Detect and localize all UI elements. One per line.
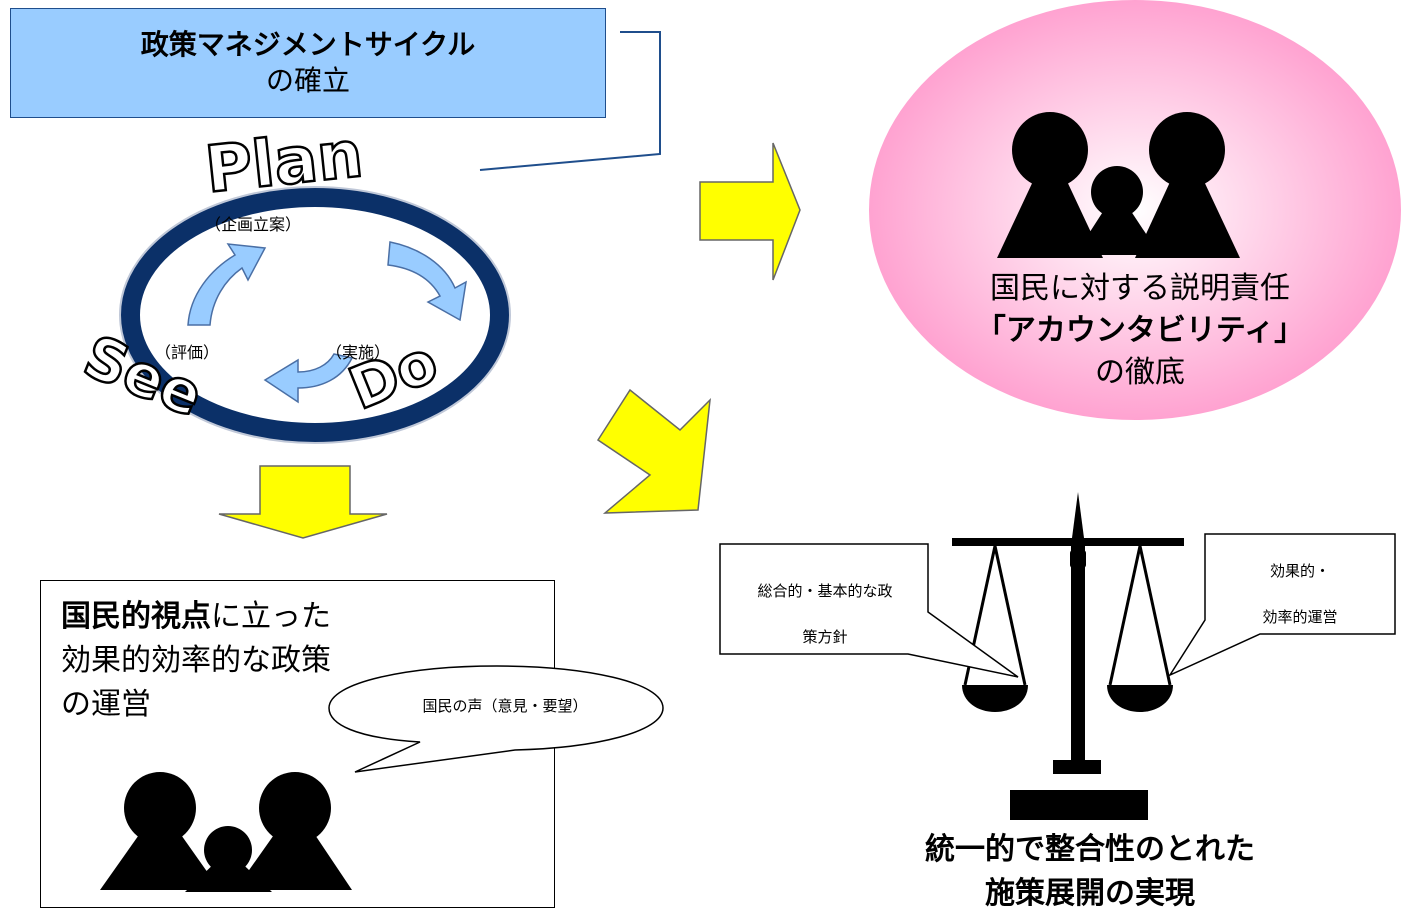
arrow-do-to-see xyxy=(263,353,354,404)
citizen-line1-rest: に立った xyxy=(211,599,331,634)
plan-word: Plan xyxy=(202,118,366,208)
accountability-line1: 国民に対する説明責任 xyxy=(990,271,1290,306)
citizen-line2: 効果的効率的な政策 xyxy=(61,643,331,678)
left-callout-shape xyxy=(719,543,1019,678)
arrow-plan-to-do xyxy=(387,241,467,322)
see-label: （評価） xyxy=(155,343,219,362)
title-connector xyxy=(479,31,661,171)
arrow-right xyxy=(699,142,801,281)
left-callout-text: 総合的・基本的な政 策方針 xyxy=(725,568,925,660)
voice-bubble-text: 国民の声（意見・要望） xyxy=(422,697,588,715)
arrow-diagonal xyxy=(596,388,711,514)
pdca-cycle: Plan See Do （企画立案） （評価） （実施） xyxy=(74,117,511,444)
balance-caption-line2: 施策展開の実現 xyxy=(985,876,1195,911)
balance-caption-line1: 統一的で整合性のとれた xyxy=(925,832,1255,867)
title-line1: 政策マネジメントサイクル xyxy=(140,28,476,61)
balance-scale-icon xyxy=(952,492,1184,820)
left-callout-line1: 総合的・基本的な政 xyxy=(757,582,893,600)
accountability-line2: 「アカウンタビリティ」 xyxy=(975,313,1305,348)
accountability-bubble xyxy=(869,0,1401,420)
accountability-text: 国民に対する説明責任 「アカウンタビリティ」 の徹底 xyxy=(905,268,1375,394)
arrow-see-to-plan xyxy=(187,243,267,326)
citizen-line1-bold: 国民的視点 xyxy=(61,599,211,634)
citizen-line3: の運営 xyxy=(61,687,151,722)
voice-bubble xyxy=(328,665,664,773)
citizens-icon xyxy=(100,772,352,892)
right-callout-line1: 効果的・ xyxy=(1269,562,1330,580)
arrow-down xyxy=(218,465,388,539)
balance-caption: 統一的で整合性のとれた 施策展開の実現 xyxy=(900,828,1280,916)
right-callout-line2: 効率的運営 xyxy=(1262,608,1338,626)
accountability-line3: の徹底 xyxy=(1095,355,1185,390)
title-box: 政策マネジメントサイクル の確立 xyxy=(10,8,606,118)
cycle-ring xyxy=(120,187,510,443)
title-line2: の確立 xyxy=(265,64,350,97)
do-label: （実施） xyxy=(326,343,390,362)
right-callout-text: 効果的・ 効率的運営 xyxy=(1215,548,1385,640)
people-icon xyxy=(997,112,1240,258)
plan-label: （企画立案） xyxy=(205,215,301,234)
left-callout-line2: 策方針 xyxy=(802,628,848,646)
right-callout-shape xyxy=(1168,533,1396,677)
